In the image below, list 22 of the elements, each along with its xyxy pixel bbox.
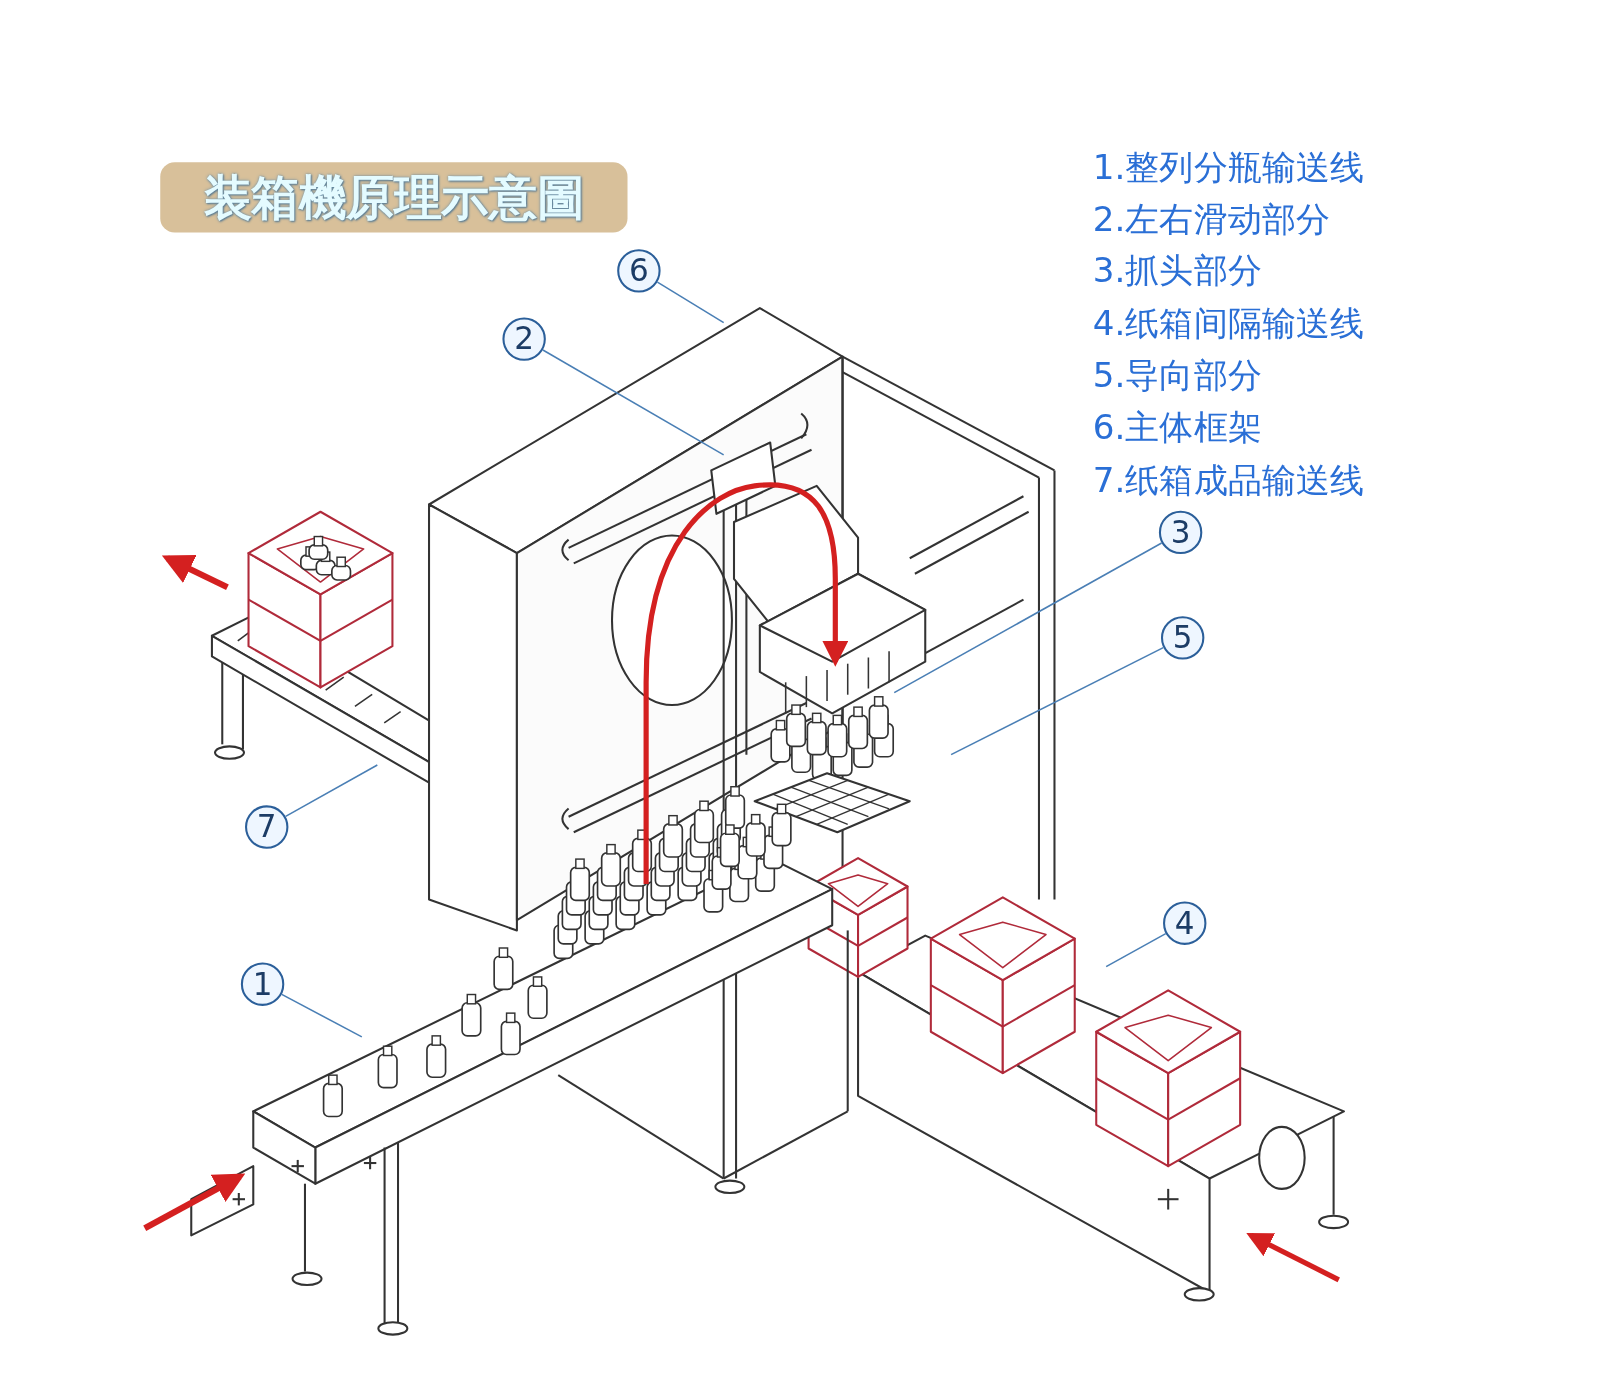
callout-number: 1 [240,962,285,1006]
callout-number: 2 [502,317,546,361]
leader-line [542,349,725,456]
part-list-item: 3.抓头部分 [1092,250,1262,292]
leader-line [281,993,363,1038]
part-list-item: 1.整列分瓶输送线 [1092,146,1365,189]
part-list-item: 7.纸箱成品输送线 [1092,460,1365,502]
callout-number: 7 [245,805,289,849]
leader-line [893,542,1163,694]
callout-number: 5 [1160,616,1205,660]
callout-number: 6 [617,249,661,293]
leader-line [1105,932,1167,968]
part-list-item: 4.纸箱间隔输送线 [1092,302,1365,345]
part-list-item: 2.左右滑动部分 [1092,198,1330,240]
leader-line [950,646,1165,756]
callout-number: 3 [1158,510,1203,555]
part-list-item: 5.导向部分 [1092,354,1262,396]
leader-line [284,764,379,818]
callout-number: 4 [1163,901,1207,945]
title-banner: 装箱機原理示意圖 [160,162,628,233]
leader-line [656,281,725,324]
part-list-item: 6.主体框架 [1092,407,1262,449]
